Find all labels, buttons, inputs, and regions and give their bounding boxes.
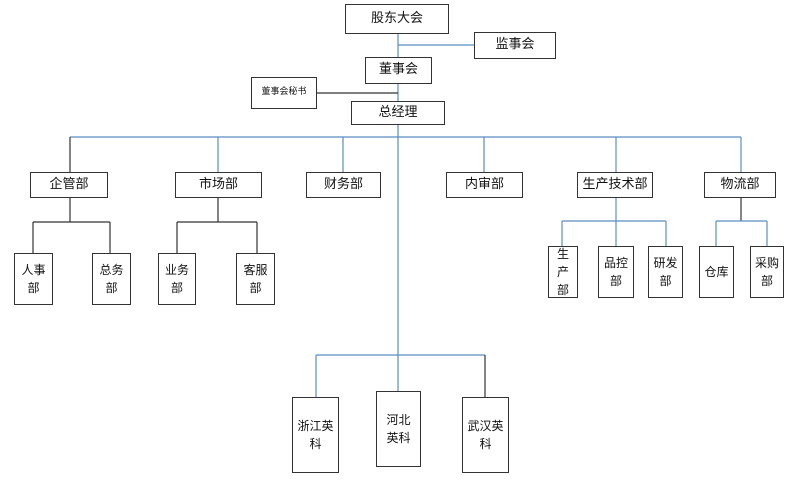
unit-business-box: 业务部: [158, 253, 196, 305]
unit-production-box: 生产部: [548, 246, 578, 298]
unit-hr-box: 人事部: [14, 253, 53, 305]
board-of-directors-box: 董事会: [365, 57, 432, 84]
dept-logistics-box: 物流部: [704, 172, 776, 198]
general-manager-box: 总经理: [351, 101, 445, 125]
unit-customer-service-box: 客服部: [236, 253, 275, 305]
unit-quality-control-box: 品控部: [598, 246, 634, 298]
dept-production-tech-box: 生产技术部: [577, 172, 653, 198]
dept-market-box: 市场部: [175, 172, 262, 198]
branch-hebei-box: 河北英科: [376, 391, 421, 467]
unit-warehouse-box: 仓库: [699, 246, 734, 298]
unit-rnd-box: 研发部: [648, 246, 683, 298]
shareholders-meeting-box: 股东大会: [345, 4, 449, 34]
supervisory-board-box: 监事会: [474, 32, 556, 59]
dept-audit-box: 内审部: [446, 172, 523, 198]
board-secretary-box: 董事会秘书: [251, 77, 317, 109]
dept-enterprise-mgmt-box: 企管部: [30, 172, 108, 198]
branch-zhejiang-box: 浙江英科: [292, 397, 339, 473]
unit-general-affairs-box: 总务部: [92, 253, 131, 305]
dept-finance-box: 财务部: [306, 172, 381, 198]
unit-procurement-box: 采购部: [750, 246, 784, 298]
branch-wuhan-box: 武汉英科: [462, 397, 509, 473]
